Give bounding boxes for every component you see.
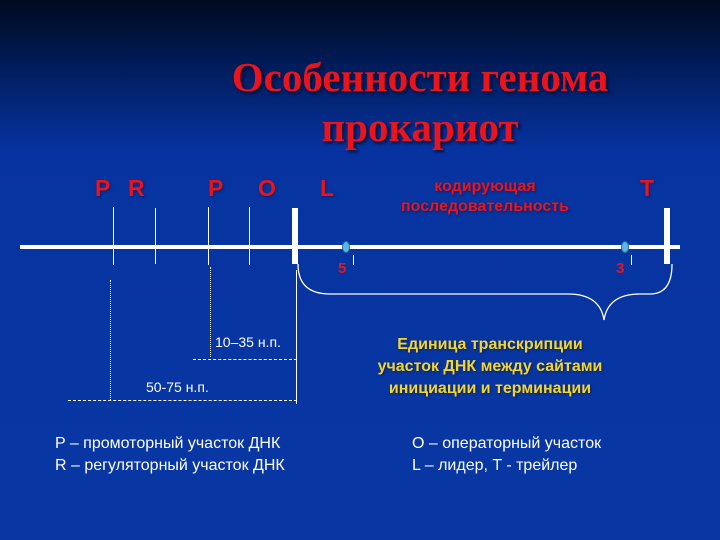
unit-line-2: участок ДНК между сайтами [377,358,603,375]
label-promoter-1: P [95,175,111,201]
short-distance-dash [193,359,297,360]
legend-leader-trailer: L – лидер, T - трейлер [412,457,578,474]
five-prime-tick [353,255,354,265]
slide-title: Особенности генома прокариот [160,52,680,152]
coding-line-1: кодирующая [434,178,536,195]
transcription-start-bar [292,208,298,264]
title-line-2: прокариот [321,104,519,150]
five-prime-node-icon [342,241,350,253]
regulator-dotted-line [110,280,111,400]
label-regulator: R [128,175,145,201]
long-distance-label: 50-75 н.п. [146,379,209,395]
coding-line-2: последовательность [401,198,569,215]
tick-operator [249,207,250,265]
label-coding-sequence: кодирующая последовательность [370,177,600,217]
unit-line-1: Единица транскрипции [397,336,583,353]
transcription-unit-brace-icon [297,263,673,321]
long-distance-dash [68,400,297,401]
legend-right: O – операторный участок L – лидер, T - т… [412,433,601,477]
tick-promoter-2 [208,207,209,265]
legend-left: P – промоторный участок ДНК R – регулято… [55,433,285,477]
transcription-end-bar [664,208,670,264]
label-operator: O [258,175,276,201]
tick-promoter-1 [113,207,114,265]
start-vertical-line [296,270,297,404]
unit-line-3: инициации и терминации [388,380,592,397]
title-line-1: Особенности генома [231,54,609,100]
legend-operator: O – операторный участок [412,435,602,452]
tick-regulator [155,208,156,264]
legend-regulator: R – регуляторный участок ДНК [55,457,285,474]
promoter-dotted-line [210,267,211,357]
dna-strand-line [20,245,680,249]
three-prime-label: 3 [616,260,625,277]
short-distance-label: 10–35 н.п. [215,334,281,350]
three-prime-tick [631,255,632,265]
label-trailer: T [640,175,655,201]
label-leader: L [320,175,335,201]
five-prime-label: 5 [338,260,347,277]
transcription-unit-description: Единица транскрипции участок ДНК между с… [330,334,650,400]
three-prime-node-icon [621,241,629,253]
legend-promoter: P – промоторный участок ДНК [55,435,281,452]
label-promoter-2: P [208,175,224,201]
